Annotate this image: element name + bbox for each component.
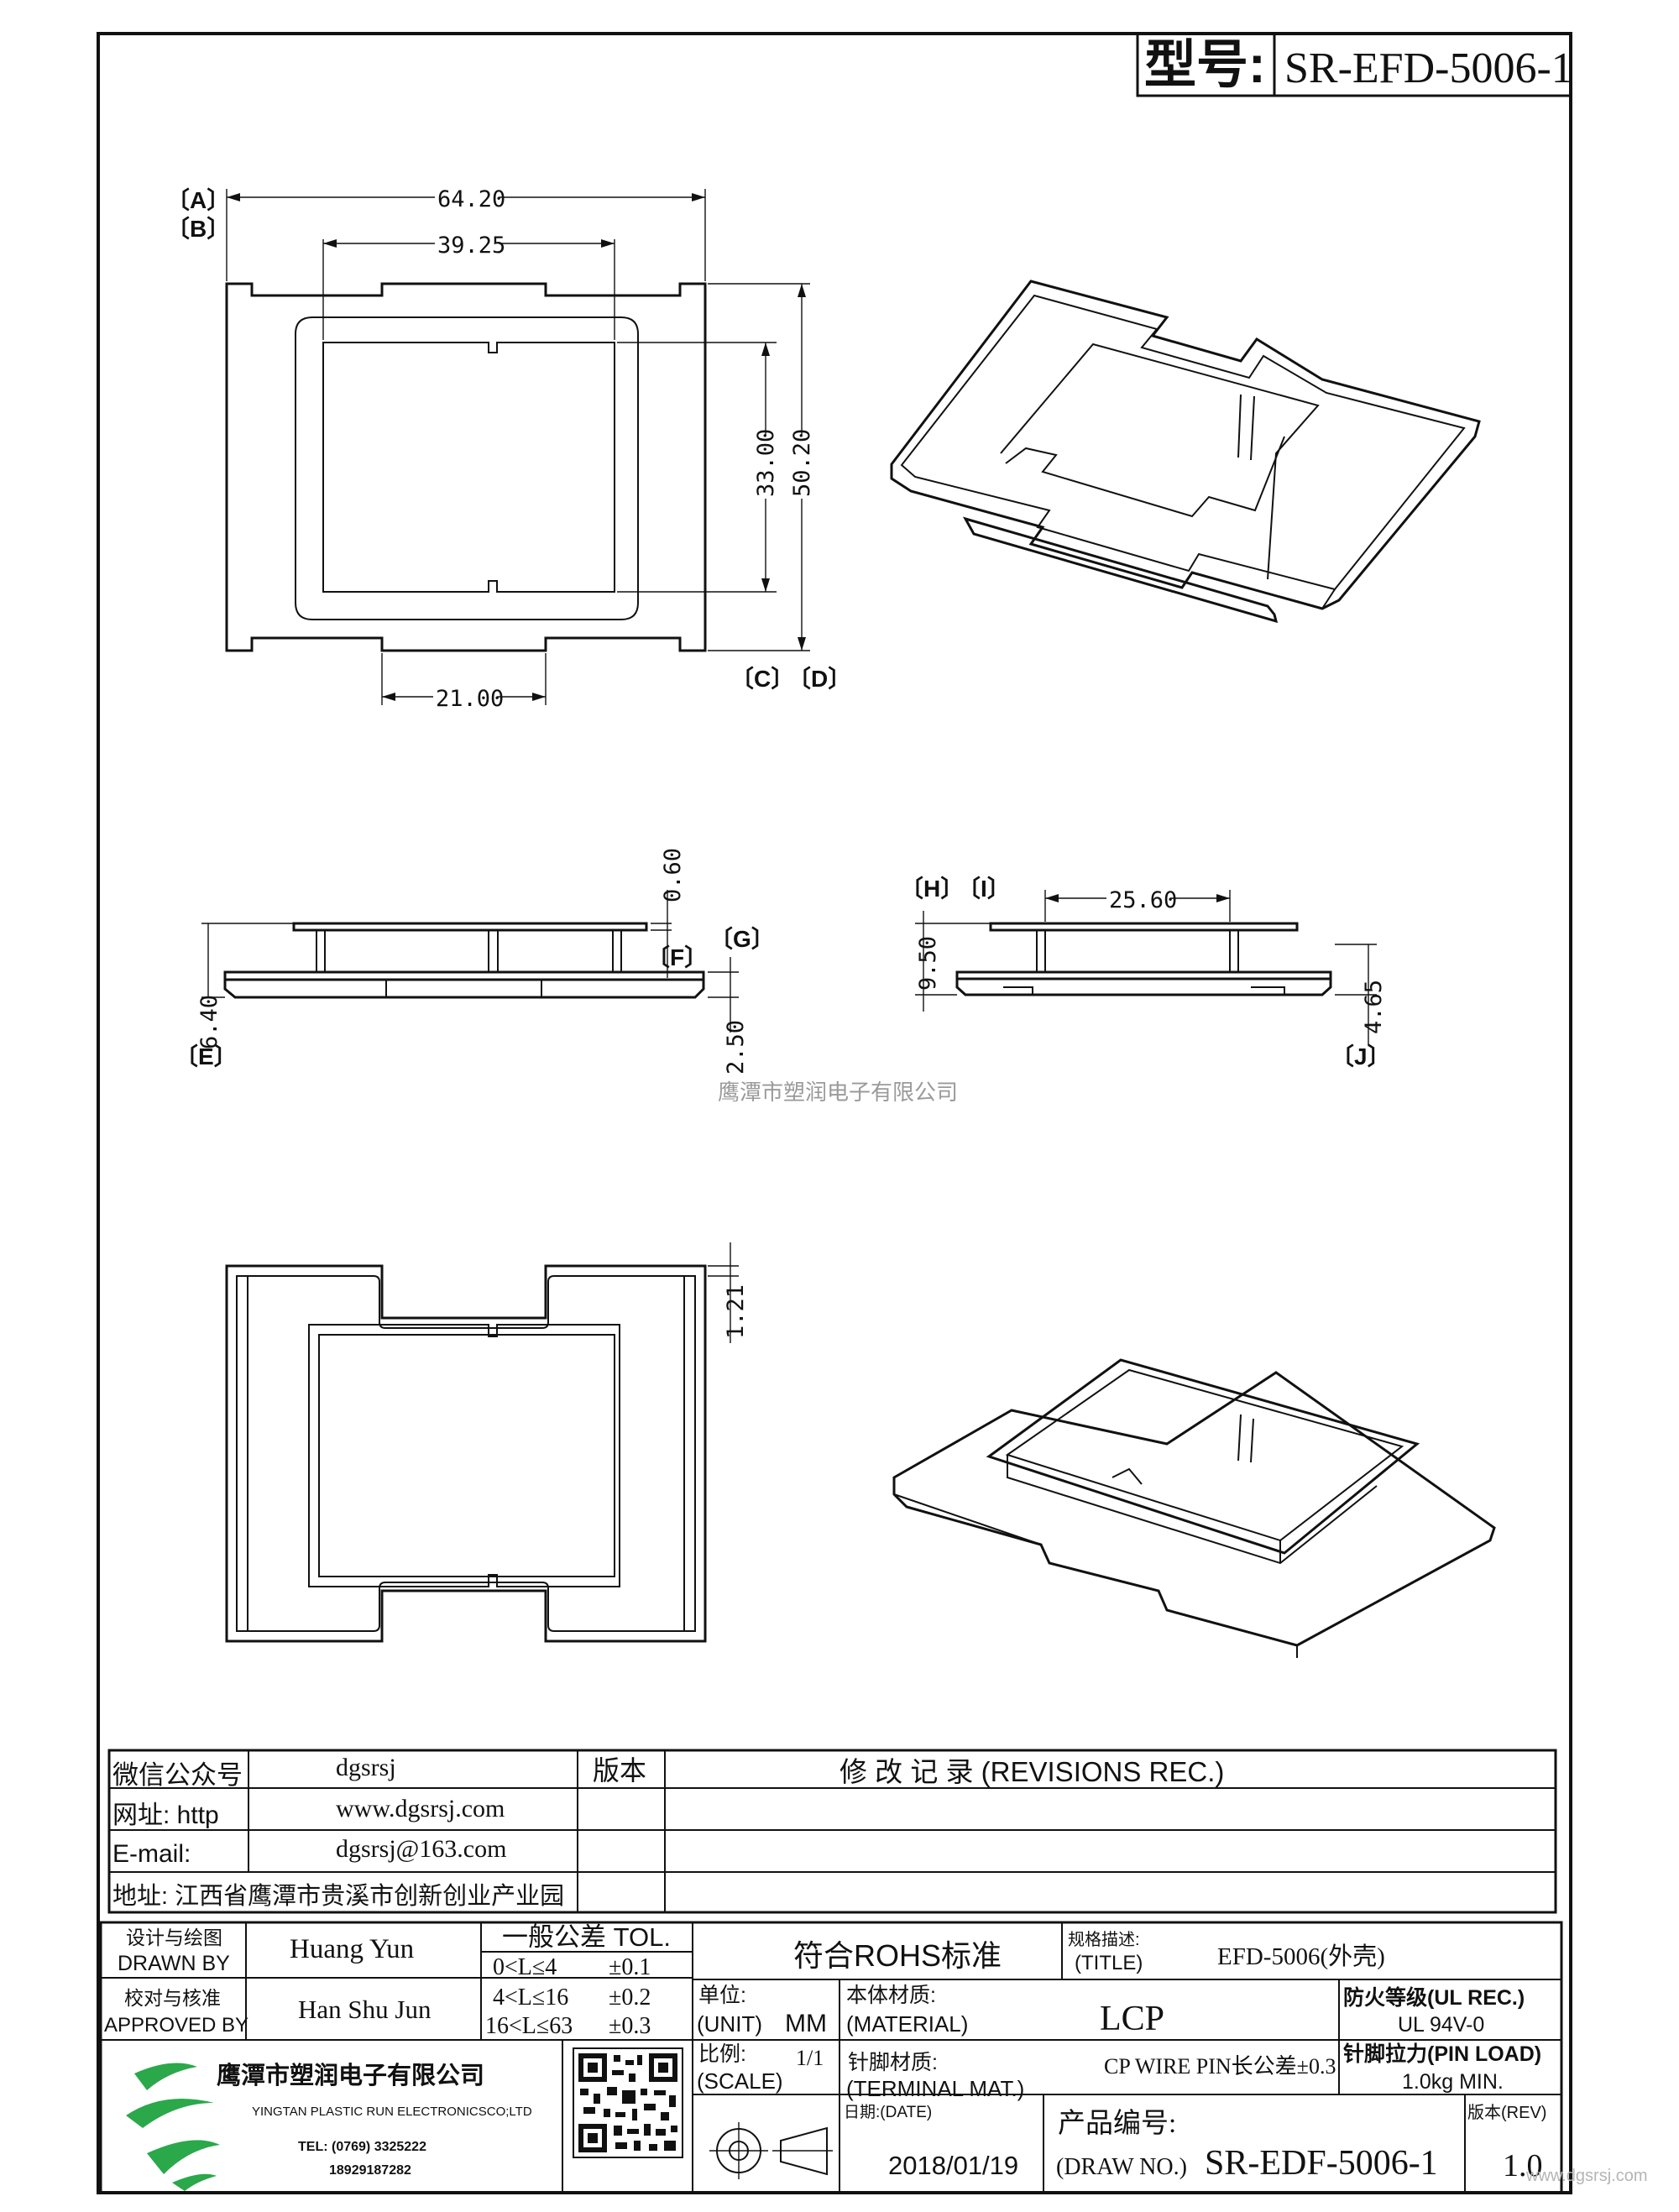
version-header: 版本 — [593, 1755, 646, 1786]
top-view-inner-wall — [295, 316, 639, 620]
date-label: 日期:(DATE) — [844, 2103, 932, 2121]
email-value: dgsrsj@163.com — [336, 1835, 506, 1863]
ref-c: 〔C〕 — [730, 665, 794, 692]
company-mobile: 18929187282 — [329, 2163, 411, 2178]
unit-cn: 单位: — [698, 1984, 746, 2007]
dim-4-65: 4.65 — [1361, 980, 1387, 1034]
ul-value: UL 94V-0 — [1398, 2013, 1484, 2037]
title-block-grid — [99, 1921, 1563, 2194]
top-view-window — [322, 342, 615, 593]
date-value: 2018/01/19 — [888, 2151, 1018, 2180]
wechat-value: dgsrsj — [336, 1754, 396, 1781]
draw-no-value: SR-EDF-5006-1 — [1205, 2144, 1438, 2183]
ref-f: 〔F〕 — [646, 944, 708, 970]
material-value: LCP — [1100, 2000, 1164, 2038]
tol-row1-value: ±0.1 — [609, 1954, 651, 1980]
terminal-en: (TERMINAL MAT.) — [846, 2076, 1024, 2101]
ref-g: 〔G〕 — [709, 925, 775, 952]
rohs-compliance: 符合ROHS标准 — [793, 1938, 1002, 1973]
tol-row3-range: 16<L≤63 — [485, 2013, 573, 2039]
qr-code — [573, 2047, 683, 2158]
dim-25-60: 25.60 — [1109, 887, 1177, 913]
address: 地址: 江西省鹰潭市贵溪市创新创业产业园 — [112, 1882, 564, 1910]
top-view: 64.20 39.25 21.00 33.00 50.20 〔A〕 〔B〕 〔C… — [166, 185, 851, 712]
company-tel: TEL: (0769) 3325222 — [298, 2140, 426, 2154]
tolerance-header: 一般公差 TOL. — [502, 1922, 671, 1952]
rev-value: 1.0 — [1503, 2148, 1543, 2183]
top-view-outline — [225, 282, 707, 652]
ref-a: 〔A〕 — [166, 186, 230, 213]
dim-39-25: 39.25 — [437, 233, 505, 259]
watermark: 鹰潭市塑润电子有限公司 — [718, 1080, 958, 1105]
company-name-en: YINGTAN PLASTIC RUN ELECTRONICSCO;LTD — [252, 2105, 532, 2119]
dim-50-20: 50.20 — [789, 429, 815, 497]
dim-64-20: 64.20 — [437, 186, 505, 212]
ref-e: 〔E〕 — [175, 1043, 238, 1069]
approved-by-cn: 校对与核准 — [124, 1987, 221, 2009]
material-cn: 本体材质: — [846, 1984, 936, 2007]
dim-33-00: 33.00 — [753, 429, 779, 497]
dim-1-21: 1.21 — [723, 1284, 749, 1339]
draw-no-cn: 产品编号: — [1058, 2108, 1176, 2139]
front-view: 0.60 6.40 2.50 〔E〕 〔F〕 〔G〕 — [175, 848, 775, 1075]
tol-row1-range: 0<L≤4 — [493, 1954, 557, 1980]
approved-by-en: APPROVED BY — [104, 2014, 248, 2037]
rev-label: 版本(REV) — [1467, 2103, 1546, 2122]
drawn-by-cn: 设计与绘图 — [126, 1927, 222, 1948]
contact-revisions-table — [107, 1749, 1557, 1914]
ref-b: 〔B〕 — [166, 215, 230, 242]
dim-6-40: 6.40 — [196, 995, 222, 1049]
revisions-header: 修 改 记 录 (REVISIONS REC.) — [840, 1756, 1224, 1787]
ref-h: 〔H〕 — [900, 875, 964, 902]
model-number-box: 型号: SR-EFD-5006-1 — [1136, 32, 1573, 97]
ref-j: 〔J〕 — [1331, 1043, 1391, 1069]
title-value: EFD-5006(外壳) — [1217, 1943, 1385, 1970]
model-value: SR-EFD-5006-1 — [1284, 44, 1573, 92]
tol-row3-value: ±0.3 — [609, 2013, 651, 2039]
scale-cn: 比例: — [698, 2042, 746, 2066]
dim-0-60: 0.60 — [660, 848, 686, 902]
email-label: E-mail: — [112, 1840, 191, 1868]
title-cn: 规格描述: — [1068, 1930, 1140, 1949]
material-en: (MATERIAL) — [846, 2011, 968, 2037]
wechat-label: 微信公众号 — [112, 1760, 243, 1790]
drawing-border — [97, 32, 1572, 2194]
pin-load-cn: 针脚拉力(PIN LOAD) — [1343, 2042, 1541, 2066]
dim-9-50: 9.50 — [915, 936, 941, 991]
unit-en: (UNIT) — [697, 2011, 762, 2037]
ref-i: 〔I〕 — [957, 875, 1011, 902]
drawn-by-name: Huang Yun — [290, 1934, 414, 1964]
company-logo — [126, 2063, 220, 2191]
isometric-view-top — [890, 280, 1481, 624]
terminal-value: CP WIRE PIN长公差±0.3 — [1104, 2054, 1336, 2079]
scale-value: 1/1 — [796, 2046, 824, 2070]
side-view: 25.60 9.50 4.65 〔H〕 〔I〕 〔J〕 — [900, 875, 1391, 1069]
web-label: 网址: http — [112, 1801, 219, 1829]
tol-row2-value: ±0.2 — [609, 1985, 651, 2011]
company-name-cn: 鹰潭市塑润电子有限公司 — [217, 2061, 484, 2089]
terminal-cn: 针脚材质: — [848, 2051, 938, 2074]
dim-21-00: 21.00 — [436, 686, 504, 712]
approved-by-name: Han Shu Jun — [298, 1995, 432, 2024]
model-label: 型号: — [1144, 36, 1266, 94]
pin-load-value: 1.0kg MIN. — [1402, 2070, 1504, 2094]
drawn-by-en: DRAWN BY — [118, 1952, 230, 1975]
unit-value: MM — [785, 2010, 827, 2037]
ref-d: 〔D〕 — [787, 665, 851, 692]
tol-row2-range: 4<L≤16 — [493, 1985, 568, 2011]
draw-no-en: (DRAW NO.) — [1056, 2154, 1187, 2180]
dim-2-50: 2.50 — [723, 1020, 749, 1075]
scale-en: (SCALE) — [697, 2068, 783, 2094]
bottom-view: 1.21 — [225, 1242, 749, 1643]
isometric-view-bottom — [892, 1358, 1496, 1658]
projection-symbol — [709, 2122, 833, 2179]
ul-cn: 防火等级(UL REC.) — [1343, 1985, 1525, 2010]
corner-watermark: www.dgsrsj.com — [1525, 2167, 1647, 2185]
title-en: (TITLE) — [1075, 1952, 1143, 1974]
web-value: www.dgsrsj.com — [336, 1795, 505, 1822]
